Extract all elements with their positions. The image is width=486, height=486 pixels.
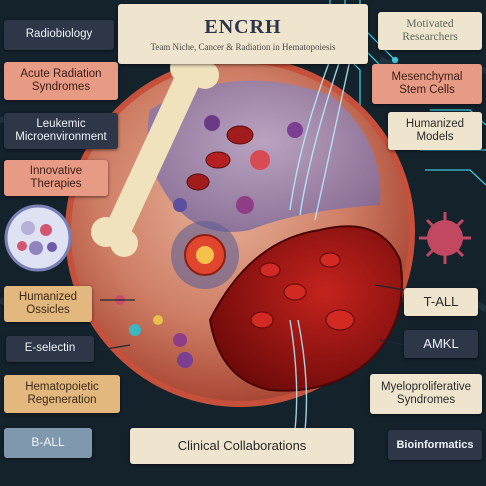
connector-lines: [99, 284, 406, 351]
megakaryocyte-cell: [171, 221, 239, 289]
red-blood-cells: [250, 252, 355, 331]
label-b-all: B-ALL: [4, 428, 92, 458]
label-mesenchymal-stem-cells: Mesenchymal Stem Cells: [372, 64, 482, 104]
label-myeloproliferative-syndromes: Myeloproliferative Syndromes: [370, 374, 482, 414]
virus-icon: [419, 212, 471, 264]
cells: [115, 115, 303, 368]
label-acute-radiation-syndromes: Acute Radiation Syndromes: [4, 62, 118, 100]
glow-strands: [289, 59, 351, 431]
label-amkl: AMKL: [404, 330, 478, 358]
label-humanized-ossicles: Humanized Ossicles: [4, 286, 92, 322]
cell-cluster-icon: [4, 204, 72, 272]
blood-vessel: [208, 225, 403, 392]
title-banner: ENCRH Team Niche, Cancer & Radiation in …: [118, 4, 368, 64]
page-title: ENCRH: [204, 15, 282, 38]
bone-icon: [91, 53, 219, 257]
label-hematopoietic-regeneration: Hematopoietic Regeneration: [4, 375, 120, 413]
label-innovative-therapies: Innovative Therapies: [4, 160, 108, 196]
label-e-selectin: E-selectin: [6, 336, 94, 362]
label-clinical-collaborations: Clinical Collaborations: [130, 428, 354, 464]
label-leukemic-microenvironment: Leukemic Microenvironment: [4, 113, 118, 149]
label-t-all: T-ALL: [404, 288, 478, 316]
label-motivated-researchers: Motivated Researchers: [378, 12, 482, 50]
label-radiobiology: Radiobiology: [4, 20, 114, 50]
label-humanized-models: Humanized Models: [388, 112, 482, 150]
page-subtitle: Team Niche, Cancer & Radiation in Hemato…: [150, 41, 336, 52]
label-bioinformatics: Bioinformatics: [388, 430, 482, 460]
